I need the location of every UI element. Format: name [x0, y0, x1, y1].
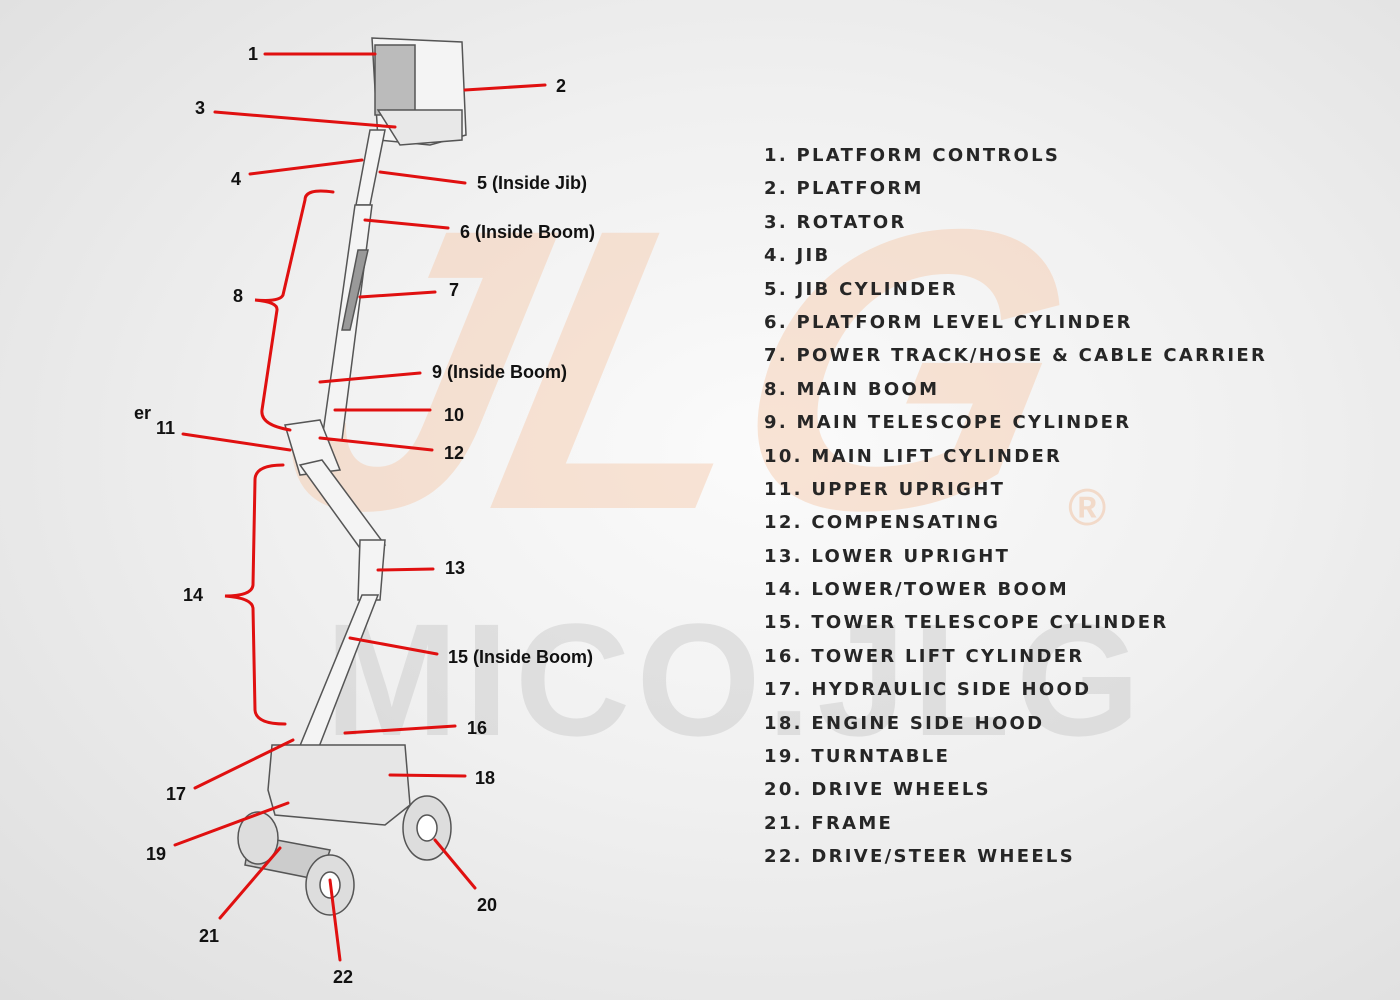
turntable	[267, 744, 411, 826]
callout-20: 20	[477, 895, 498, 915]
upper-upright	[284, 419, 342, 476]
callout-22: 22	[333, 967, 354, 987]
legend-item: 11. UPPER UPRIGHT	[764, 478, 1006, 500]
legend-item: 22. DRIVE/STEER WHEELS	[764, 846, 1075, 868]
callout-19: 19	[146, 844, 167, 864]
legend-item: 9. MAIN TELESCOPE CYLINDER	[764, 412, 1132, 434]
callout-14: 14	[183, 585, 204, 605]
callout-15: 15 (Inside Boom)	[448, 647, 594, 667]
main-boom-bracket	[254, 189, 335, 432]
legend-item: 7. POWER TRACK/HOSE & CABLE CARRIER	[764, 345, 1268, 367]
callout-11: 11	[156, 418, 176, 438]
stray-text: er	[134, 403, 152, 423]
legend-item: 1. PLATFORM CONTROLS	[764, 145, 1061, 166]
callout-2: 2	[556, 76, 567, 96]
callout-18: 18	[475, 768, 496, 788]
legend-item: 17. HYDRAULIC SIDE HOOD	[764, 679, 1092, 701]
callout-12: 12	[444, 443, 465, 463]
legend-item: 12. COMPENSATING	[764, 512, 1001, 534]
legend-item: 14. LOWER/TOWER BOOM	[764, 579, 1069, 601]
wheel	[237, 811, 279, 865]
callout-5: 5 (Inside Jib)	[477, 173, 588, 193]
callout-3: 3	[195, 98, 206, 118]
callout-4: 4	[231, 169, 242, 189]
callout-8: 8	[233, 286, 244, 306]
callout-10: 10	[444, 405, 465, 425]
callout-13: 13	[445, 558, 466, 578]
boom-lift-drawing	[237, 37, 467, 916]
lower-boom-bracket	[224, 463, 287, 726]
callout-21: 21	[199, 926, 220, 946]
callout-6: 6 (Inside Boom)	[460, 222, 596, 242]
legend-item: 3. ROTATOR	[764, 211, 907, 233]
legend-item: 5. JIB CYLINDER	[764, 278, 959, 300]
legend-item: 20. DRIVE WHEELS	[764, 779, 991, 801]
jib	[355, 129, 386, 206]
callout-9: 9 (Inside Boom)	[432, 362, 568, 382]
leader-lines	[173, 52, 547, 962]
callout-7: 7	[449, 280, 460, 300]
callout-1: 1	[248, 44, 259, 64]
platform-controls	[374, 44, 416, 116]
legend-item: 21. FRAME	[764, 812, 894, 834]
legend-item: 6. PLATFORM LEVEL CYLINDER	[764, 311, 1133, 333]
tower-boom	[288, 594, 380, 771]
legend-item: 15. TOWER TELESCOPE CYLINDER	[764, 612, 1169, 634]
legend-item: 13. LOWER UPRIGHT	[764, 545, 1011, 567]
legend-item: 2. PLATFORM	[764, 178, 924, 200]
legend-item: 4. JIB	[764, 245, 831, 267]
mico-jlg-watermark: MICO.JLG	[325, 590, 1147, 769]
registered-mark: ®	[1068, 479, 1107, 537]
legend-item: 18. ENGINE SIDE HOOD	[764, 712, 1045, 734]
legend-item: 8. MAIN BOOM	[764, 378, 940, 400]
parts-legend: 1. PLATFORM CONTROLS 2. PLATFORM 3. ROTA…	[764, 145, 1268, 881]
callout-16: 16	[467, 718, 488, 738]
legend-item: 10. MAIN LIFT CYLINDER	[764, 445, 1063, 467]
legend-item: 19. TURNTABLE	[764, 746, 951, 768]
lower-upright	[357, 539, 386, 601]
callout-17: 17	[166, 784, 187, 804]
legend-item: 16. TOWER LIFT CYLINDER	[764, 645, 1085, 667]
